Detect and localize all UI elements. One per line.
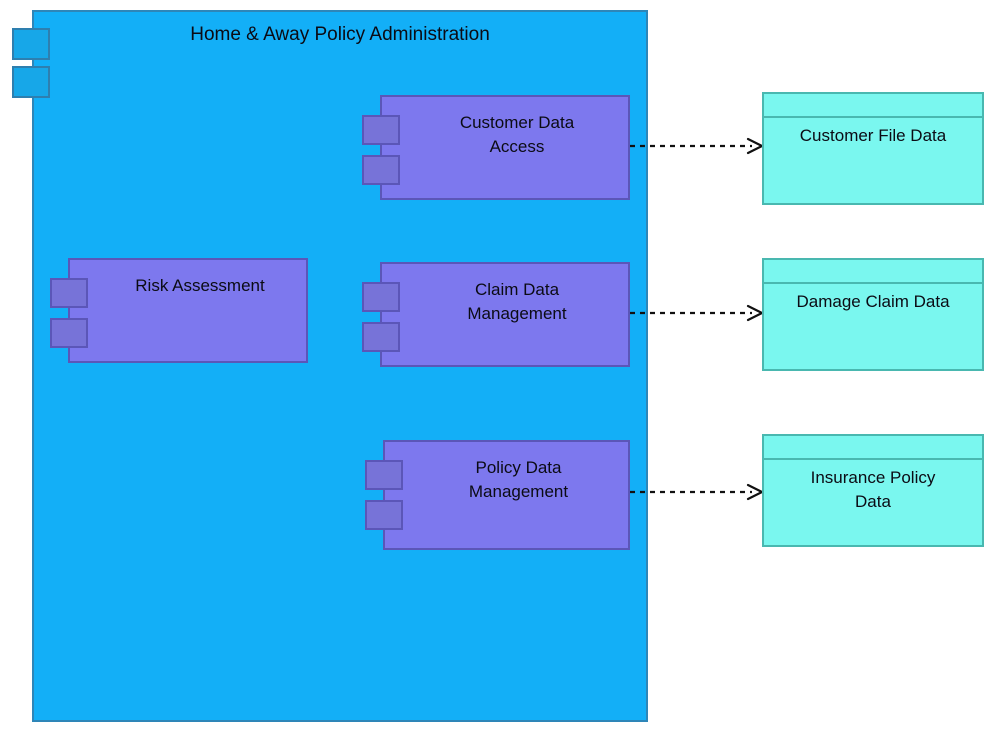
component-tab-icon-upper [362,282,400,312]
data-object-header-divider [764,116,982,118]
dependency-arrow-claim-data-management-to-damage-claim-data[interactable] [630,303,762,323]
component-tab-icon-lower [362,155,400,185]
data-object-damage-claim-data[interactable]: Damage Claim Data [762,258,984,371]
dependency-arrow-customer-data-access-to-customer-file-data[interactable] [630,136,762,156]
component-tab-icon-upper [362,115,400,145]
component-label: Claim Data Management [467,280,567,323]
component-label: Customer Data Access [459,113,575,156]
component-tab-icon-upper [12,28,50,60]
container-title: Home & Away Policy Administration [190,24,490,45]
data-object-label: Damage Claim Data [796,292,950,311]
component-label: Policy Data Management [468,458,569,501]
data-object-insurance-policy-data[interactable]: Insurance Policy Data [762,434,984,547]
application-component-policy-data-management[interactable]: Policy Data Management [365,440,630,550]
application-component-customer-data-access[interactable]: Customer Data Access [362,95,630,200]
component-tab-icon-lower [365,500,403,530]
data-object-header-divider [764,282,982,284]
component-tab-icon-lower [362,322,400,352]
data-object-label: Customer File Data [799,126,947,145]
component-tab-icon-lower [50,318,88,348]
component-label: Risk Assessment [135,276,265,295]
data-object-header-divider [764,458,982,460]
data-object-customer-file-data[interactable]: Customer File Data [762,92,984,205]
component-tab-icon-upper [365,460,403,490]
application-component-risk-assessment[interactable]: Risk Assessment [50,258,308,363]
data-object-label: Insurance Policy Data [810,468,936,511]
application-component-claim-data-management[interactable]: Claim Data Management [362,262,630,367]
component-tab-icon-upper [50,278,88,308]
component-tab-icon-lower [12,66,50,98]
dependency-arrow-policy-data-management-to-insurance-policy-data[interactable] [630,482,762,502]
